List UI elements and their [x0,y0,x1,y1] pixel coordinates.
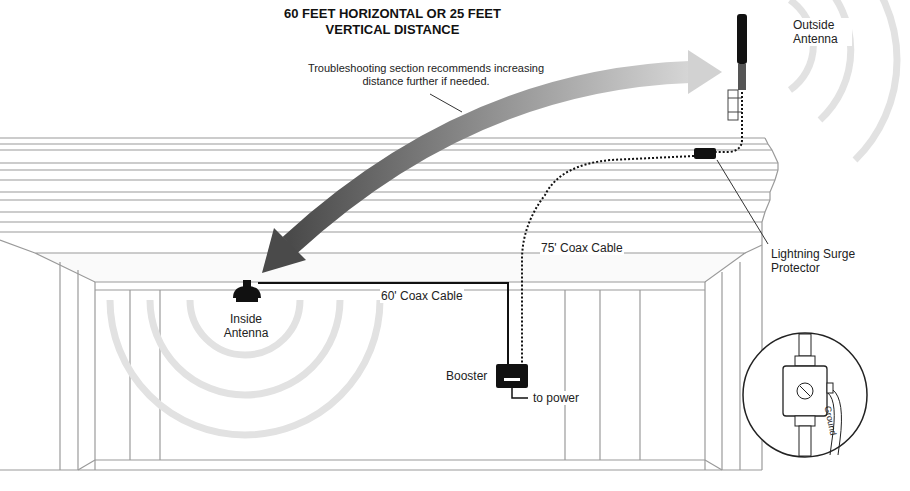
outside-antenna [728,14,747,120]
note-text: Troubleshooting section recommends incre… [300,62,552,88]
protector-leader [717,160,768,244]
booster [496,364,528,398]
surge-protector [694,148,716,159]
diagram-title: 60 FEET HORIZONTAL OR 25 FEET VERTICAL D… [280,6,505,38]
coax-60 [258,283,508,365]
cable-label: 75' Coax Cable [540,241,624,255]
building-outline [0,138,778,470]
protector-inset [743,333,867,457]
part-label: Booster [445,369,488,383]
coax-75 [716,92,742,152]
inside-signal-arcs [110,300,380,435]
part-label: Lightning Surge Protector [770,247,864,275]
cable-label: 60' Coax Cable [380,289,464,303]
outside-signal-arcs [790,0,897,160]
wire-label: to power [532,391,580,405]
distance-arrow [262,50,722,273]
inside-antenna [233,280,261,302]
coax-75 [522,156,694,365]
note-leader [430,94,462,112]
part-label: Inside Antenna [216,312,276,340]
part-label: Outside Antenna [792,18,852,46]
